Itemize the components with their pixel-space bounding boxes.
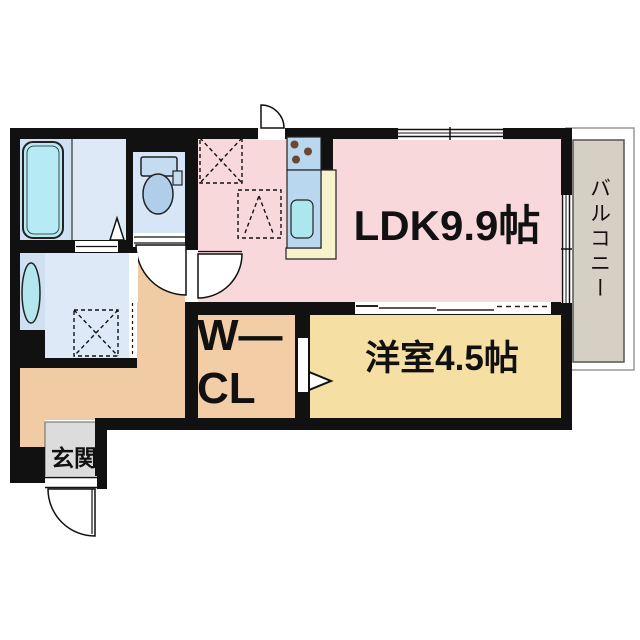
wall-segment-right-lower <box>561 303 572 428</box>
hallway-floor <box>18 368 185 420</box>
wall-segment-corner <box>10 447 45 483</box>
ldk-top-window <box>398 127 503 140</box>
fixtures <box>21 136 337 324</box>
entrance-door <box>45 476 97 537</box>
balcony-window <box>561 195 572 303</box>
wall-segment-right-upper <box>561 128 572 195</box>
wall-segment-bottom <box>97 418 572 430</box>
wall-segment-toilet-top <box>126 136 198 152</box>
washroom-door-gap <box>129 253 138 302</box>
labels: LDK9.9帖 洋室4.5帖 W— CL 玄関 <box>51 202 540 471</box>
sliding-door <box>355 302 551 314</box>
hallway-strip <box>18 368 45 447</box>
closet-floor <box>198 315 295 420</box>
ldk-floor <box>197 139 562 302</box>
kitchen-unit <box>285 136 337 260</box>
balcony: バルコニー <box>565 127 635 371</box>
closet-opening <box>298 338 308 392</box>
closet-label-line2: CL <box>197 364 256 413</box>
balcony-label: バルコニー <box>588 177 611 302</box>
openings <box>45 104 572 537</box>
burner-icon <box>304 147 312 156</box>
washing-machine-space-icon <box>73 309 119 357</box>
top-door-swing <box>260 104 285 129</box>
western-room-label: 洋室4.5帖 <box>365 338 519 378</box>
appliance-space-icon <box>237 189 282 239</box>
wall-segment-bath-toilet <box>126 136 133 240</box>
balcony-floor <box>572 139 625 363</box>
bathroom-door-marker <box>108 215 126 241</box>
burner-icon <box>292 155 300 164</box>
wall-segment-washroom-bottom <box>43 358 137 368</box>
closet-label-line1: W— <box>197 311 283 360</box>
appliance-spaces <box>73 137 282 357</box>
wall-segment-vanity-block <box>18 330 45 368</box>
closet-arrow-icon <box>308 370 334 392</box>
ldk-door-swing <box>197 253 243 299</box>
top-door-gap <box>258 127 285 140</box>
wall-segment-kitchen-stub <box>321 137 333 170</box>
toilet-door <box>133 233 187 296</box>
wall-segment-top <box>10 128 566 139</box>
ldk-label: LDK9.9帖 <box>354 202 541 249</box>
wall-segment-genkan-stub <box>95 418 107 489</box>
bathtub-inner-rim <box>26 145 60 235</box>
ldk-door-gap <box>185 250 198 302</box>
burner-icon <box>290 140 299 149</box>
washbasin-icon <box>21 262 41 324</box>
washroom-floor <box>45 253 130 358</box>
entrance-label: 玄関 <box>51 445 97 471</box>
wall-segment-left <box>10 128 20 447</box>
kitchen-sink-icon <box>290 199 314 239</box>
toilet-icon <box>140 156 183 215</box>
western-room-floor <box>310 315 562 418</box>
bathtub-icon <box>22 141 64 239</box>
refrigerator-space-icon <box>199 137 243 184</box>
